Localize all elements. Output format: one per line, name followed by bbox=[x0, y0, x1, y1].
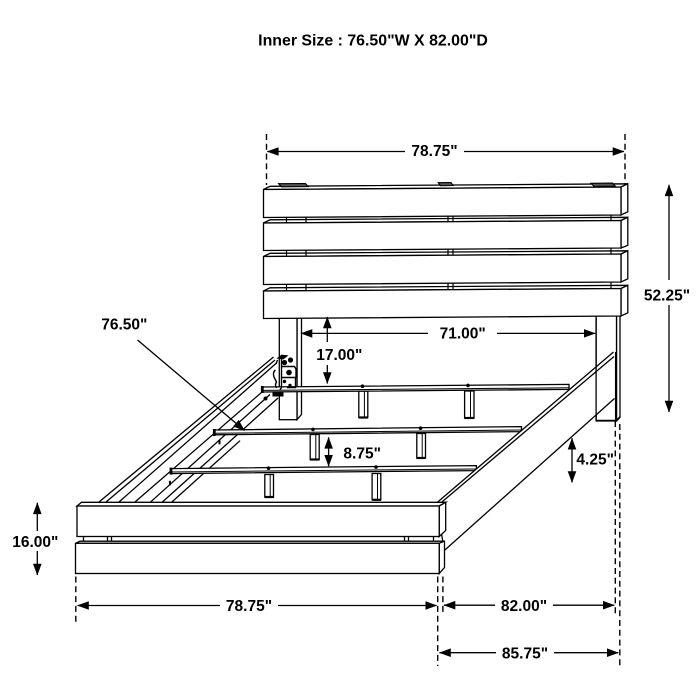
svg-text:8.75": 8.75" bbox=[343, 446, 381, 463]
svg-text:78.75": 78.75" bbox=[226, 598, 272, 615]
svg-text:52.25": 52.25" bbox=[644, 288, 690, 305]
svg-text:76.50": 76.50" bbox=[101, 317, 147, 334]
svg-text:4.25": 4.25" bbox=[576, 451, 614, 468]
svg-text:85.75": 85.75" bbox=[502, 646, 548, 663]
svg-text:78.75": 78.75" bbox=[411, 143, 457, 160]
svg-text:17.00": 17.00" bbox=[316, 347, 362, 364]
svg-text:82.00": 82.00" bbox=[501, 598, 547, 615]
svg-text:71.00": 71.00" bbox=[440, 325, 486, 342]
svg-text:Inner Size : 76.50"W X 82.00"D: Inner Size : 76.50"W X 82.00"D bbox=[258, 33, 488, 50]
svg-text:16.00": 16.00" bbox=[12, 534, 58, 551]
